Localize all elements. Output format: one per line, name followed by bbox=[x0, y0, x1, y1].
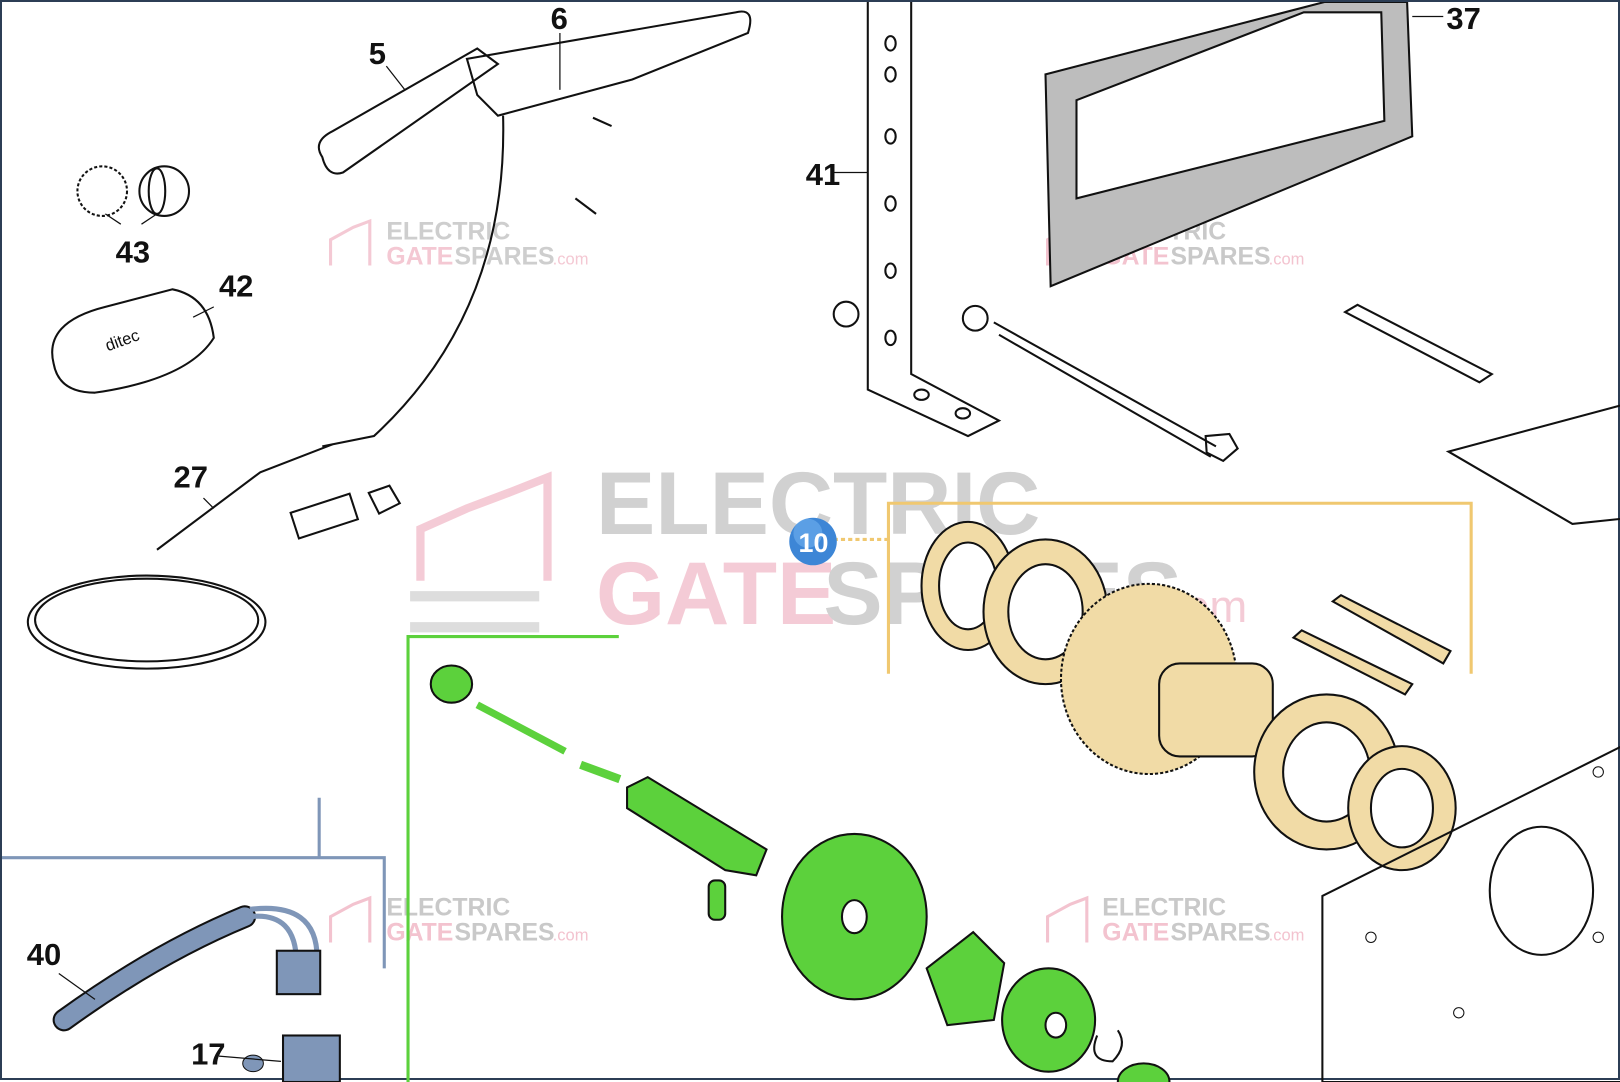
part-41-frame[interactable] bbox=[832, 2, 1002, 438]
part-label-37[interactable]: 37 bbox=[1446, 2, 1480, 36]
hotspot-badge-10[interactable]: 10 bbox=[789, 517, 837, 566]
part-label-5[interactable]: 5 bbox=[369, 36, 386, 71]
watermark-suffix: .com bbox=[1269, 250, 1305, 269]
part-17-switch[interactable] bbox=[242, 1034, 341, 1082]
watermark-gate: GATE bbox=[1102, 919, 1169, 946]
watermark-suffix: .com bbox=[1269, 925, 1305, 944]
part-label-42[interactable]: 42 bbox=[219, 269, 253, 304]
watermark-gate: GATE bbox=[386, 244, 453, 271]
green-group-outline bbox=[406, 635, 619, 1082]
part-label-17[interactable]: 17 bbox=[191, 1036, 225, 1071]
flat-bar bbox=[1342, 303, 1494, 384]
watermark-top-left: ELECTRIC GATE SPARES .com bbox=[328, 219, 589, 271]
part-label-27[interactable]: 27 bbox=[174, 460, 208, 495]
tan-group-outline bbox=[886, 501, 1473, 674]
watermark-suffix: .com bbox=[553, 250, 589, 269]
watermark-spares: SPARES bbox=[455, 919, 555, 946]
watermark-spares: SPARES bbox=[1171, 244, 1271, 271]
watermark-suffix: .com bbox=[553, 925, 589, 944]
green-shaft-group[interactable] bbox=[429, 664, 1171, 1082]
lever-assembly[interactable] bbox=[317, 10, 752, 448]
blue-group-outline bbox=[2, 797, 386, 969]
tan-gear-group[interactable] bbox=[920, 520, 1457, 872]
svg-text:ditec: ditec bbox=[103, 325, 142, 355]
part-27-cable[interactable] bbox=[26, 443, 402, 670]
watermark-gate: GATE bbox=[386, 919, 453, 946]
part-label-6[interactable]: 6 bbox=[551, 2, 568, 36]
side-plate[interactable] bbox=[1321, 745, 1620, 1082]
watermark-bottom-right: ELECTRIC GATE SPARES .com bbox=[1046, 895, 1305, 946]
long-bolt[interactable] bbox=[961, 304, 1239, 463]
part-label-40[interactable]: 40 bbox=[27, 937, 61, 972]
part-43-caps[interactable] bbox=[76, 165, 191, 217]
part-37-gasket[interactable] bbox=[1044, 2, 1414, 288]
hotspot-badge-label: 10 bbox=[799, 528, 829, 558]
part-label-43[interactable]: 43 bbox=[116, 234, 150, 269]
cover-plate bbox=[1445, 404, 1620, 525]
watermark-line1: ELECTRIC bbox=[386, 895, 510, 922]
part-42-plate[interactable]: ditec bbox=[51, 288, 215, 394]
watermark-spares: SPARES bbox=[455, 244, 555, 271]
watermark-spares: SPARES bbox=[1171, 919, 1271, 946]
part-40-wire-harness[interactable] bbox=[52, 905, 322, 1032]
watermark-gate: GATE bbox=[596, 544, 836, 643]
watermark-bottom-left: ELECTRIC GATE SPARES .com bbox=[328, 895, 589, 946]
watermark-line1: ELECTRIC bbox=[1102, 895, 1226, 922]
part-label-41[interactable]: 41 bbox=[806, 157, 840, 192]
